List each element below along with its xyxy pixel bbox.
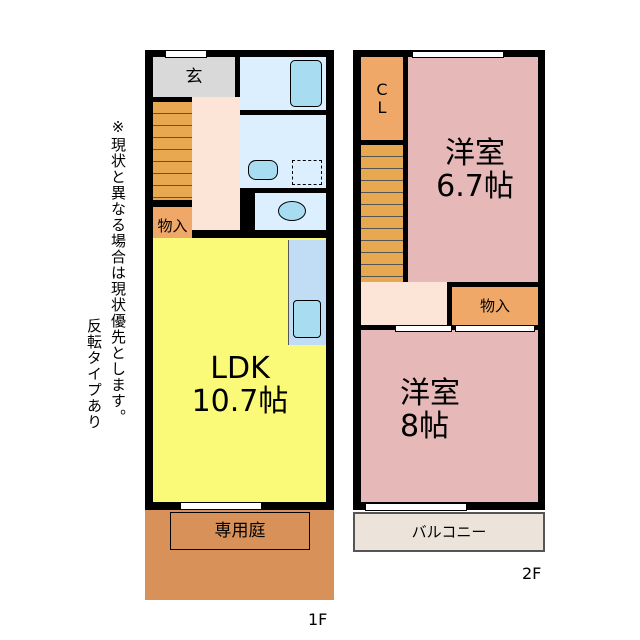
hallway — [192, 97, 240, 230]
room2-size: 8帖 — [400, 409, 450, 444]
note-text: ※現状と異なる場合は現状優先とします。 — [109, 118, 127, 425]
toilet-icon — [278, 201, 306, 221]
sink-icon — [248, 160, 278, 180]
floor-1-label: 1F — [308, 610, 328, 629]
garden-label: 専用庭 — [170, 512, 310, 550]
ldk-name: LDK — [210, 351, 270, 386]
genkan: 玄 — [153, 57, 235, 97]
ldk-label: LDK 10.7帖 — [180, 340, 300, 430]
window-room1 — [412, 51, 504, 58]
floor-2-label: 2F — [522, 564, 542, 583]
reverse-type-note: 反転タイプあり — [85, 318, 103, 430]
room1-name: 洋室 — [445, 136, 505, 171]
western-room-1 — [408, 57, 538, 282]
landing — [361, 282, 447, 325]
window-ldk — [180, 502, 262, 510]
window-hall — [395, 325, 452, 332]
room1-size: 6.7帖 — [436, 169, 514, 204]
western-room-2-label: 洋室 8帖 — [400, 370, 500, 450]
room2-name: 洋室 — [400, 376, 460, 411]
stairs-2f[interactable] — [361, 145, 403, 282]
washer-space-icon — [292, 160, 322, 185]
ldk-size: 10.7帖 — [191, 384, 289, 419]
balcony: バルコニー — [353, 512, 545, 552]
garden — [145, 510, 334, 600]
entrance-door[interactable] — [165, 50, 207, 58]
closet: C L — [361, 57, 403, 140]
bathtub-icon — [290, 60, 322, 107]
western-room-2 — [361, 330, 538, 502]
window-room2 — [365, 503, 467, 511]
storage-2f: 物入 — [452, 287, 538, 325]
window-storage — [455, 325, 535, 332]
western-room-1-label: 洋室 6.7帖 — [420, 130, 530, 210]
kitchen-sink-icon — [293, 300, 321, 338]
stairs-1f[interactable] — [153, 102, 192, 200]
